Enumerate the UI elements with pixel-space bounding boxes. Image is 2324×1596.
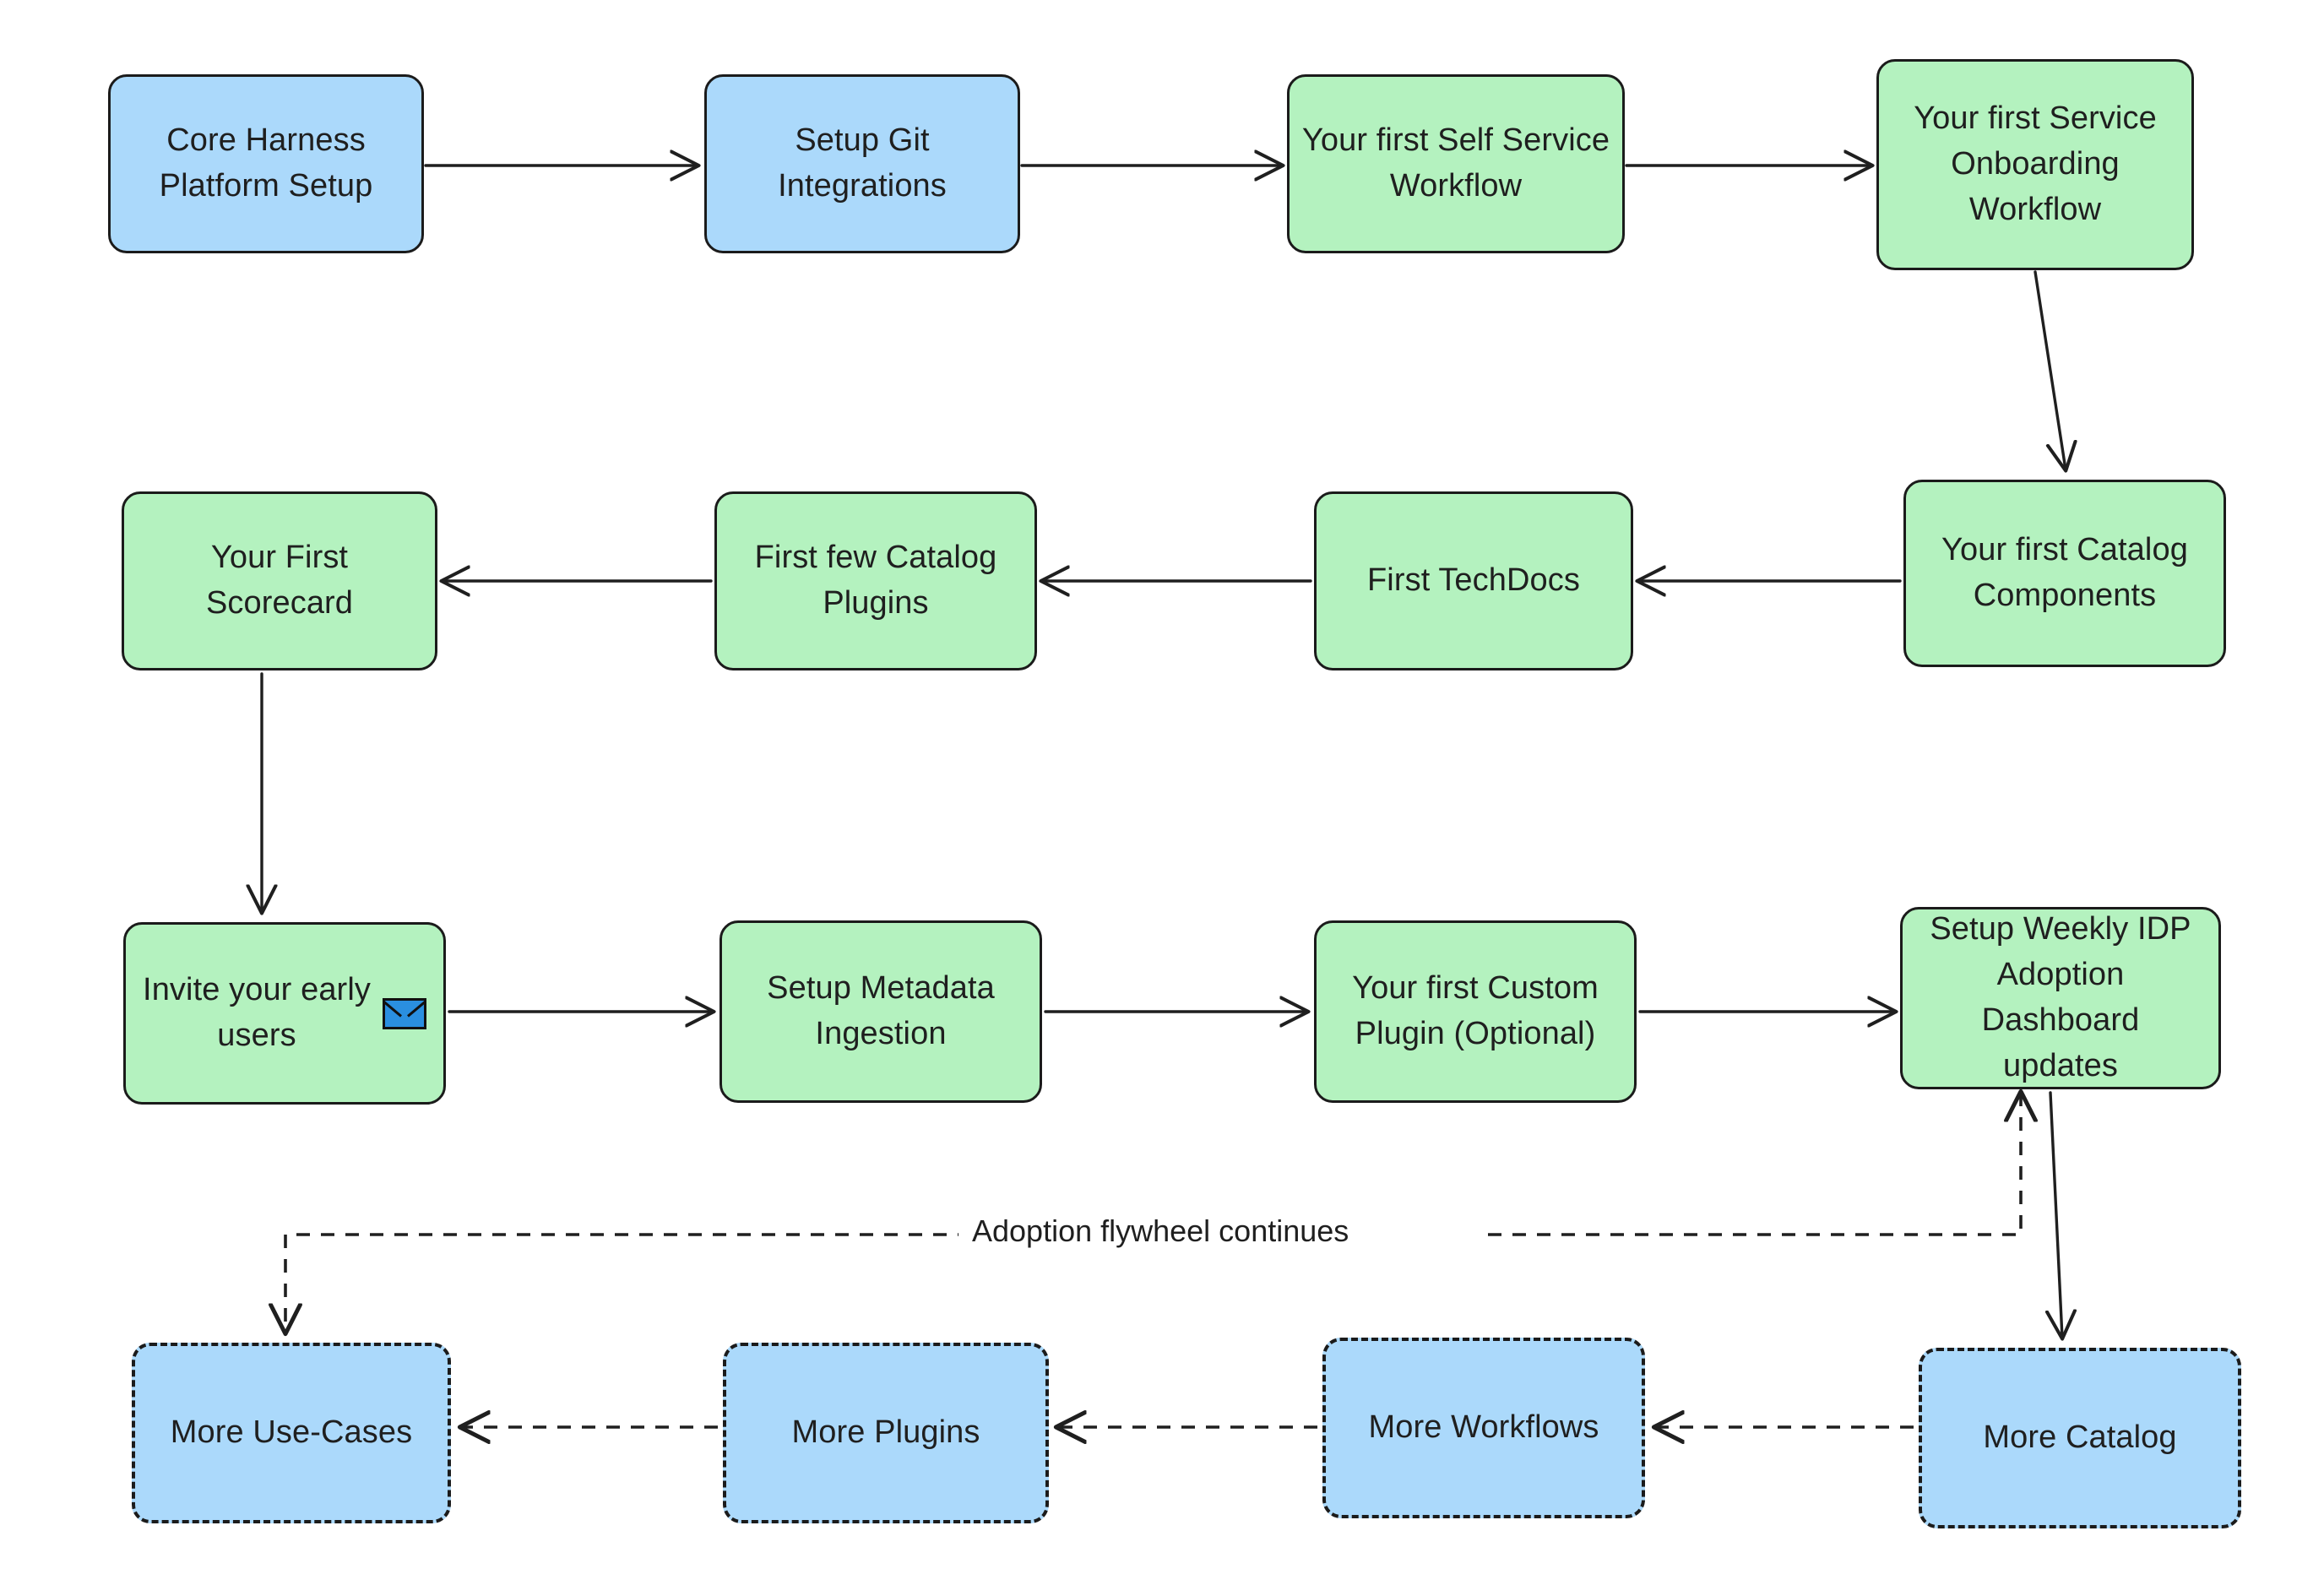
- node-label: Core Harness Platform Setup: [159, 122, 373, 204]
- node-label: More Plugins: [791, 1414, 980, 1451]
- node-label: Your first Self Service Workflow: [1301, 122, 1610, 204]
- node-your-first-scorecard[interactable]: Your First Scorecard: [122, 491, 437, 670]
- node-setup-metadata-ingestion[interactable]: Setup Metadata Ingestion: [719, 920, 1042, 1103]
- node-label: Setup Metadata Ingestion: [767, 970, 995, 1051]
- node-your-first-catalog-components[interactable]: Your first Catalog Components: [1903, 480, 2226, 667]
- node-label: Setup Weekly IDP Adoption Dashboard upda…: [1930, 911, 2191, 1083]
- node-more-plugins[interactable]: More Plugins: [723, 1343, 1049, 1523]
- envelope-icon: [382, 997, 426, 1029]
- node-label: First few Catalog Plugins: [754, 540, 997, 621]
- node-first-techdocs[interactable]: First TechDocs: [1314, 491, 1633, 670]
- node-label: Invite your early users: [143, 972, 371, 1053]
- node-your-first-custom-plugin[interactable]: Your first Custom Plugin (Optional): [1314, 920, 1637, 1103]
- node-label: First TechDocs: [1367, 562, 1580, 599]
- node-label: More Catalog: [1983, 1420, 2177, 1456]
- node-your-first-self-service-workflow[interactable]: Your first Self Service Workflow: [1287, 74, 1625, 253]
- edge-flywheel-right: [1481, 1093, 2021, 1236]
- node-setup-weekly-idp-adoption-dashboard-updates[interactable]: Setup Weekly IDP Adoption Dashboard upda…: [1900, 907, 2221, 1089]
- edge-label-adoption-flywheel: Adoption flywheel continues: [958, 1213, 1363, 1249]
- node-label: Your first Service Onboarding Workflow: [1914, 100, 2157, 227]
- edge-flywheel-left: [285, 1233, 971, 1333]
- node-label: Your First Scorecard: [205, 540, 354, 621]
- node-your-first-service-onboarding-workflow[interactable]: Your first Service Onboarding Workflow: [1876, 59, 2194, 270]
- node-first-few-catalog-plugins[interactable]: First few Catalog Plugins: [714, 491, 1037, 670]
- node-more-catalog[interactable]: More Catalog: [1919, 1348, 2241, 1528]
- edge-n12-n16: [2050, 1091, 2062, 1338]
- node-core-harness-platform-setup[interactable]: Core Harness Platform Setup: [108, 74, 424, 253]
- node-label: Your first Catalog Components: [1941, 532, 2188, 613]
- node-label: Setup Git Integrations: [778, 122, 947, 204]
- node-invite-your-early-users[interactable]: Invite your early users: [123, 922, 446, 1105]
- node-label: More Use-Cases: [170, 1414, 413, 1451]
- edge-n4-n8: [2033, 270, 2066, 470]
- node-setup-git-integrations[interactable]: Setup Git Integrations: [704, 74, 1020, 253]
- node-more-use-cases[interactable]: More Use-Cases: [132, 1343, 451, 1523]
- node-label: More Workflows: [1368, 1409, 1599, 1446]
- node-more-workflows[interactable]: More Workflows: [1322, 1338, 1645, 1518]
- node-label: Your first Custom Plugin (Optional): [1352, 970, 1599, 1051]
